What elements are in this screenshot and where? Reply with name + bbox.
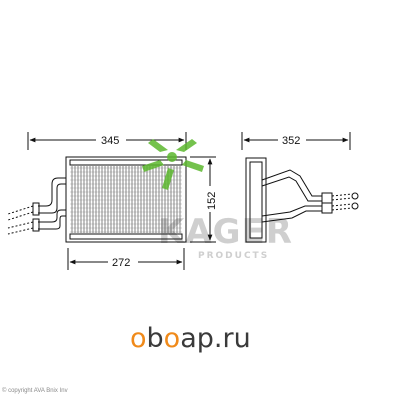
dimension-345-label: 345 (101, 135, 119, 147)
heater-core-side-view (245, 157, 359, 243)
dimension-352-label: 352 (282, 135, 300, 147)
front-pipe-lower (38, 209, 66, 223)
core-top-tank (69, 159, 183, 166)
front-view-pipes (7, 177, 66, 235)
side-fitting-2 (351, 202, 359, 210)
core-fins (70, 166, 182, 233)
brand-sub-text: PRODUCTS (198, 251, 269, 261)
side-hose-1 (331, 193, 353, 197)
copyright-text: © copyright AVA Bnix Inv (2, 387, 68, 394)
side-core (245, 157, 267, 243)
core-frame (65, 156, 187, 243)
dimension-width-bottom: 272 (67, 248, 185, 270)
side-hose-3 (331, 203, 353, 207)
site-watermark: oboap.ru (130, 323, 251, 354)
dimension-depth-top: 352 (241, 132, 351, 150)
side-pipe-lower-inner (261, 210, 322, 223)
front-hose-4 (7, 227, 34, 235)
dimension-152-label: 152 (206, 192, 218, 210)
front-pipe-lower-inner (38, 215, 66, 230)
front-hose-3 (7, 221, 34, 229)
side-pipe-end-2 (321, 202, 333, 214)
side-hose-4 (331, 207, 353, 211)
front-pipe-end-1 (32, 202, 40, 216)
front-pipe-upper (38, 177, 66, 207)
dimension-height-side: 152 (190, 156, 218, 243)
side-pipe-lower (261, 205, 322, 217)
dimension-272-label: 272 (112, 257, 130, 269)
side-pipe-upper-inner (261, 176, 322, 202)
side-pipe-end-1 (321, 192, 333, 204)
front-hose-1 (7, 205, 34, 215)
side-pipe-upper (261, 169, 322, 197)
side-hose-2 (331, 197, 353, 201)
front-pipe-end-2 (32, 218, 40, 232)
kager-logo-icon (142, 139, 204, 190)
side-core-inner (249, 161, 263, 239)
side-fitting-1 (351, 192, 359, 200)
front-pipe-upper-inner (38, 183, 66, 214)
core-bottom-tank (69, 233, 183, 240)
dimension-width-top: 345 (27, 132, 187, 150)
front-hose-2 (7, 211, 34, 221)
heater-core-front-view (65, 156, 187, 243)
site-watermark-text: oboap.ru (130, 323, 251, 354)
kager-watermark: KAGER PRODUCTS (158, 212, 292, 261)
